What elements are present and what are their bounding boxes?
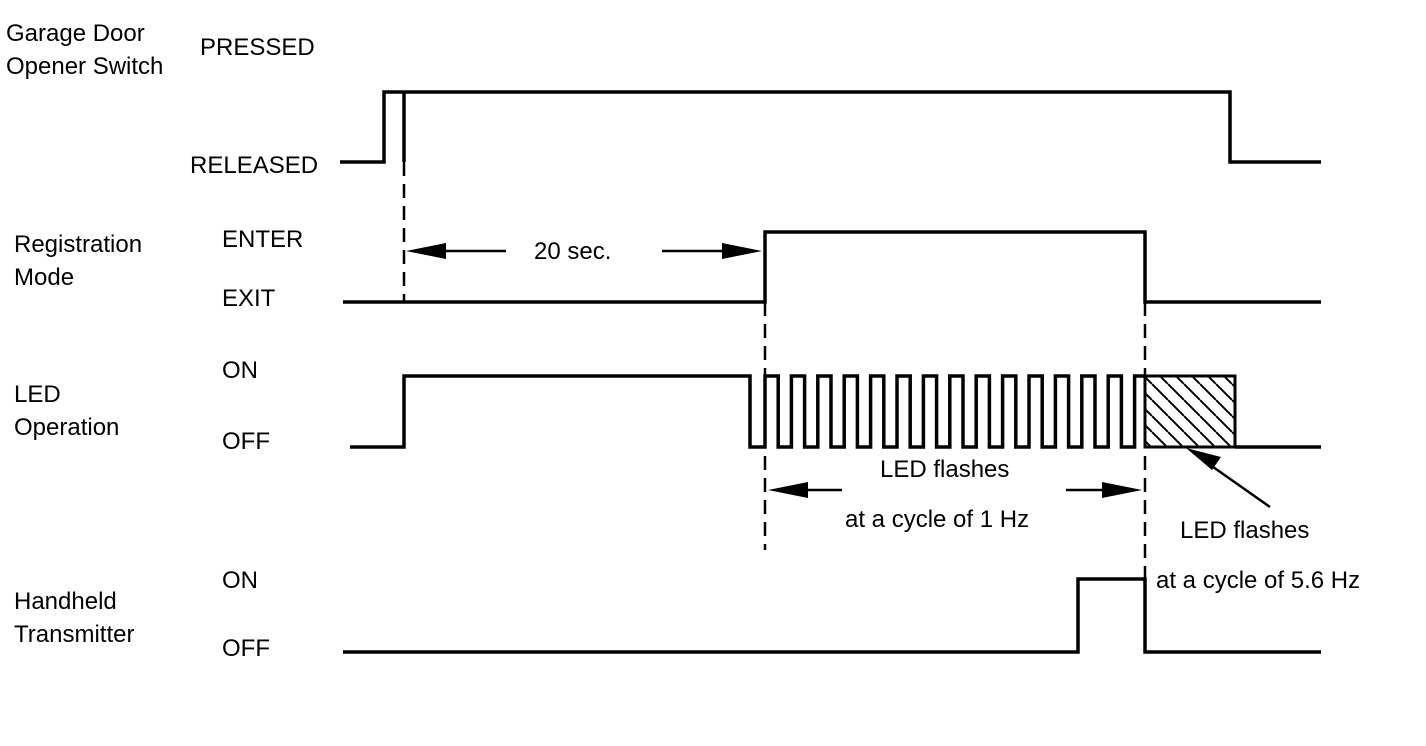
delay-arrow-right-head xyxy=(722,243,762,259)
fast-flash-pointer-head xyxy=(1186,448,1221,470)
led-name-line2: Operation xyxy=(14,414,119,441)
registration-name-line2: Mode xyxy=(14,264,74,291)
transmitter-waveform xyxy=(343,577,1321,654)
led-low-label: OFF xyxy=(222,428,270,455)
transmitter-low-label: OFF xyxy=(222,635,270,662)
led-waveform xyxy=(350,374,1321,449)
switch-waveform xyxy=(340,90,1321,164)
slow-flash-arrow-left-head xyxy=(768,482,808,498)
fast-flash-pointer-line xyxy=(1205,460,1271,509)
transmitter-name-line2: Transmitter xyxy=(14,621,134,648)
switch-name-line1: Garage Door xyxy=(6,20,145,47)
slow-flash-arrow-right-head xyxy=(1102,482,1142,498)
delay-label: 20 sec. xyxy=(534,238,611,265)
transmitter-name-line1: Handheld xyxy=(14,588,117,615)
transmitter-high-label: ON xyxy=(222,567,258,594)
registration-high-label: ENTER xyxy=(222,226,303,253)
fast-flash-label-line2: at a cycle of 5.6 Hz xyxy=(1156,567,1360,594)
led-high-label: ON xyxy=(222,357,258,384)
registration-low-label: EXIT xyxy=(222,285,276,312)
registration-name-line1: Registration xyxy=(14,231,142,258)
fast-flash-label-line1: LED flashes xyxy=(1180,517,1309,544)
led-fast-flash-block xyxy=(1143,374,1237,449)
switch-low-label: RELEASED xyxy=(190,152,318,179)
delay-arrow-left-head xyxy=(406,243,446,259)
registration-waveform xyxy=(343,230,1321,304)
switch-high-label: PRESSED xyxy=(200,34,315,61)
led-name-line1: LED xyxy=(14,381,61,408)
slow-flash-label-line2: at a cycle of 1 Hz xyxy=(845,506,1029,533)
switch-name-line2: Opener Switch xyxy=(6,53,163,80)
slow-flash-label-line1: LED flashes xyxy=(880,456,1009,483)
